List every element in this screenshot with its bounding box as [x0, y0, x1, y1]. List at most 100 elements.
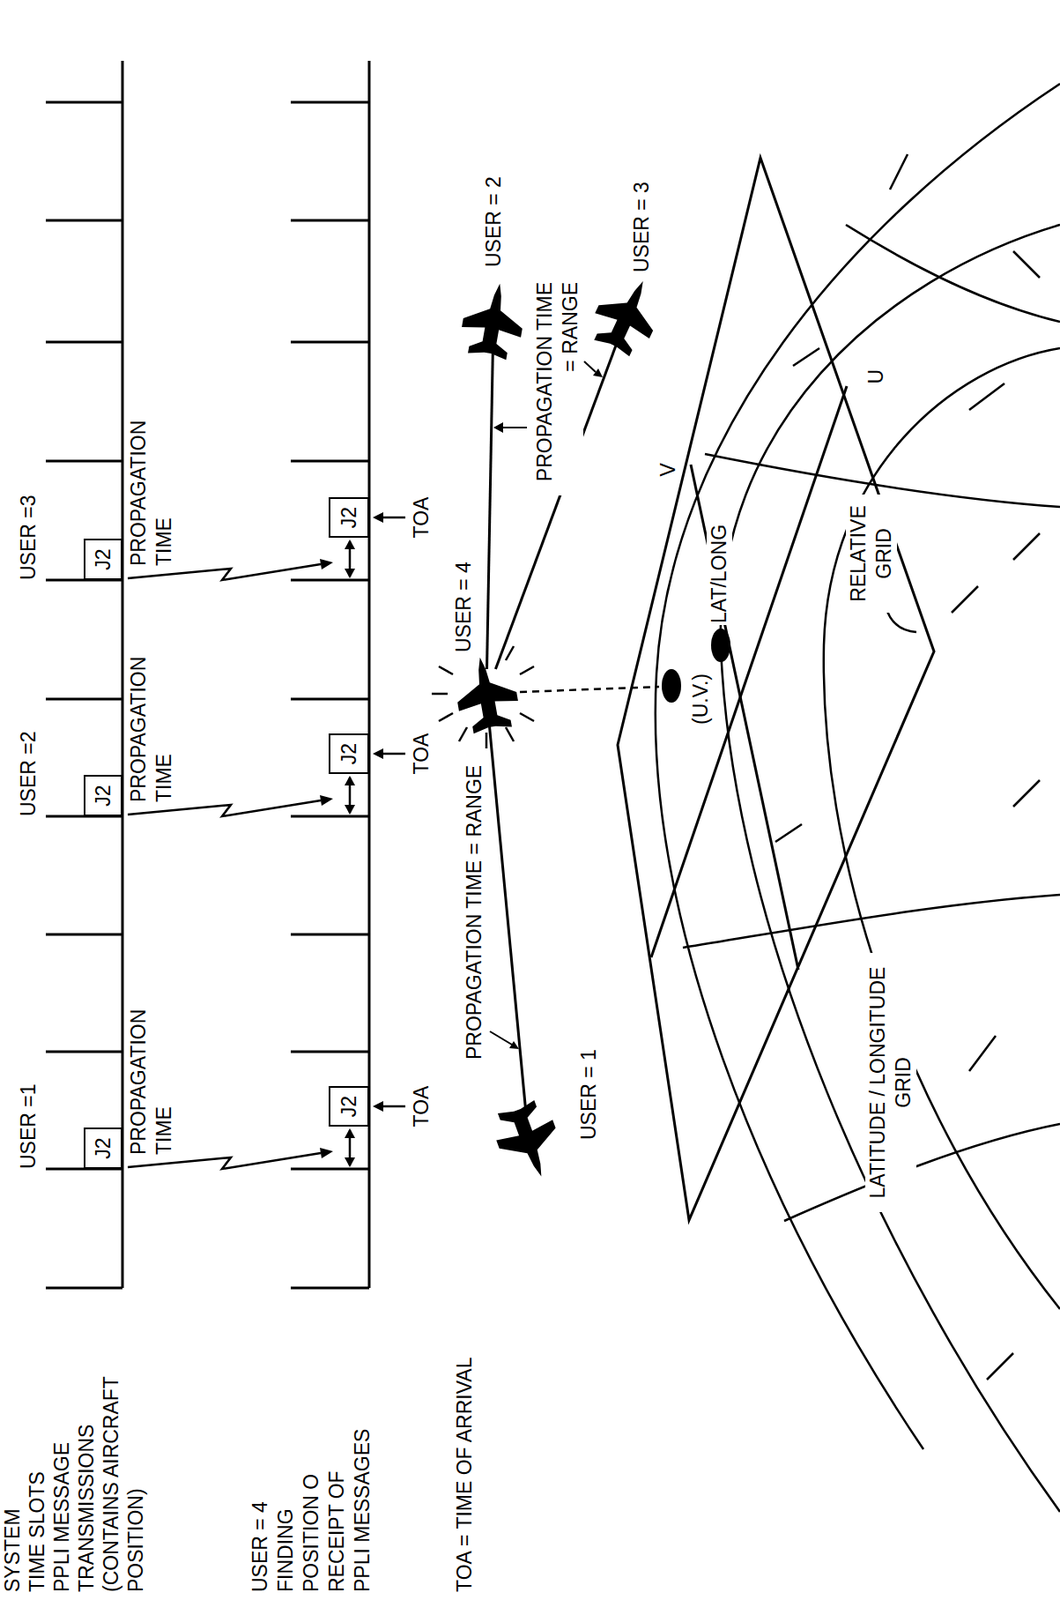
- annotation-label: RELATIVE GRID: [845, 494, 897, 613]
- slot-tick: [290, 101, 370, 104]
- aircraft-label: USER = 3: [629, 179, 655, 275]
- timelines: [45, 60, 370, 1288]
- annotation-label: TRANSMISSIONS: [74, 1422, 100, 1594]
- slot-box: J2: [328, 1085, 370, 1127]
- ray: [519, 666, 534, 675]
- projection-line: [519, 686, 660, 692]
- annotation-label: TIME SLOTS: [24, 1468, 51, 1594]
- aircraft-node: USER = 4: [461, 668, 512, 719]
- leader-line: [489, 1030, 512, 1045]
- arrowhead: [372, 511, 384, 523]
- aircraft-label: USER = 2: [481, 174, 507, 269]
- slot-tick: [45, 459, 123, 463]
- arrowhead: [372, 1100, 384, 1112]
- arrowhead: [319, 558, 334, 570]
- edge-label: PROPAGATION TIME = RANGE: [461, 763, 488, 1061]
- time-axis: [121, 60, 125, 1288]
- link-line: [487, 344, 494, 669]
- annotation-label: FINDING: [273, 1505, 299, 1594]
- slot-tick: [45, 933, 123, 936]
- annotation-label: LAT/LONG: [706, 522, 733, 625]
- terrain-stroke: [1013, 533, 1040, 560]
- aircraft-label: USER = 1: [576, 1046, 602, 1142]
- toa-arrow: [380, 1104, 406, 1108]
- slot-tick: [290, 933, 370, 936]
- arrowhead: [593, 368, 603, 378]
- aircraft-icon: [491, 1104, 566, 1179]
- slot-tick: [290, 1286, 370, 1290]
- arrowhead: [493, 422, 504, 433]
- leader-line: [503, 426, 527, 429]
- slot-tick: [290, 459, 370, 463]
- box-label: J2: [90, 1136, 117, 1158]
- uv-dot: [661, 668, 682, 703]
- box-label: J2: [336, 742, 363, 764]
- slot-tick: [290, 1167, 370, 1171]
- slot-box: J2: [83, 538, 123, 580]
- annotation-label: USER =2: [15, 728, 42, 818]
- longitude-line: [682, 894, 1060, 948]
- slot-box: J2: [328, 496, 370, 538]
- aircraft-silhouette: [450, 652, 523, 736]
- arrowheads: [319, 511, 384, 1167]
- slot-tick: [45, 101, 123, 104]
- annotation-label: (U.V.): [688, 671, 714, 727]
- annotation-label: TOA: [408, 731, 435, 777]
- annotation-label: PPLI MESSAGES: [349, 1426, 376, 1594]
- box-label: J2: [336, 1095, 363, 1117]
- annotation-label: PROPAGATION TIME: [126, 993, 178, 1157]
- terrain-stroke: [986, 1352, 1014, 1379]
- aircraft-label: USER = 4: [451, 559, 477, 654]
- ray: [505, 645, 514, 660]
- annotation-label: USER = 4: [247, 1498, 274, 1594]
- slot-tick: [290, 219, 370, 223]
- u-axis: [651, 385, 847, 957]
- latitude-line: [823, 348, 1060, 1309]
- ray: [438, 712, 453, 721]
- annotation-label: U: [863, 367, 890, 386]
- aircraft-icon: [449, 656, 524, 731]
- aircraft-icon: [590, 277, 665, 352]
- slot-box: J2: [328, 733, 370, 774]
- arrowhead: [344, 539, 356, 549]
- annotation-label: LATITUDE / LONGITUDE GRID: [865, 952, 917, 1212]
- aircraft-node: USER = 3: [602, 289, 653, 340]
- slot-tick: [290, 340, 370, 344]
- terrain-stroke: [775, 823, 802, 842]
- annotation-label: USER =1: [15, 1081, 42, 1171]
- arrowhead: [344, 568, 356, 579]
- arrowhead: [319, 794, 334, 806]
- arrowhead: [344, 775, 356, 786]
- annotation-label: TOA: [408, 495, 435, 541]
- slot-tick: [290, 578, 370, 582]
- latitude-line: [720, 224, 1060, 1512]
- slot-tick: [45, 697, 123, 701]
- arrowhead: [344, 1127, 356, 1138]
- terrain-stroke: [969, 1035, 996, 1071]
- arrowhead: [509, 1040, 519, 1049]
- ray: [459, 726, 467, 742]
- annotation-label: (CONTAINS AIRCRAFT: [98, 1373, 125, 1594]
- aircraft-icon: [456, 282, 531, 357]
- ray: [485, 732, 489, 749]
- annotation-label: PROPAGATION TIME: [126, 641, 178, 804]
- slot-tick: [290, 1050, 370, 1053]
- terrain-stroke: [951, 585, 979, 613]
- slot-tick: [290, 697, 370, 701]
- annotation-label: RECEIPT OF: [324, 1467, 350, 1594]
- aircraft-node: USER = 1: [504, 1116, 554, 1166]
- slot-box: J2: [83, 1126, 123, 1169]
- slot-tick: [45, 340, 123, 344]
- box-label: J2: [336, 506, 363, 528]
- annotation-label: TOA: [408, 1083, 435, 1129]
- terrain-stroke: [1013, 251, 1040, 278]
- annotation-label: USER =3: [15, 492, 42, 582]
- annotation-label: TOA = TIME OF ARRIVAL: [452, 1355, 478, 1594]
- annotation-label: PROPAGATION TIME: [126, 405, 178, 568]
- slot-tick: [45, 219, 123, 223]
- slot-tick: [45, 1050, 123, 1053]
- ray: [438, 666, 453, 675]
- relative-plane: [617, 157, 934, 1220]
- slot-tick: [290, 815, 370, 818]
- aircraft-silhouette: [488, 1096, 571, 1187]
